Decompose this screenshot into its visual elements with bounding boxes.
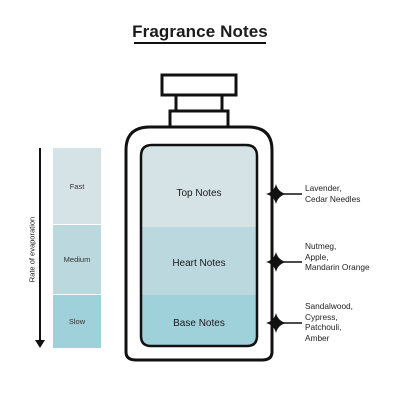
heart-notes-layer [141, 227, 257, 295]
bottle-inner-outline [139, 143, 259, 348]
ingredient: Amber [305, 332, 330, 343]
ingredient: Nutmeg, [305, 241, 337, 251]
top-notes-ingredients: Lavender, Cedar Needles [305, 183, 360, 204]
ingredient: Lavender, [305, 183, 342, 193]
base-notes-layer [141, 295, 257, 346]
page-title: Fragrance Notes [132, 22, 268, 41]
ingredient: Sandalwood, [305, 301, 353, 311]
speed-label: Fast [69, 181, 85, 191]
sparkle-icon [266, 313, 286, 333]
sparkle-icon [266, 184, 286, 204]
evaporation-axis-line [39, 148, 41, 342]
ingredient: Cypress, [305, 311, 338, 322]
speed-block-fast: Fast [53, 148, 101, 224]
top-notes-layer [141, 145, 257, 227]
speed-block-slow: Slow [53, 295, 101, 348]
speed-block-medium: Medium [53, 225, 101, 294]
title-underline [134, 42, 266, 44]
speed-label: Medium [63, 255, 91, 264]
arrow-down-icon [35, 340, 45, 348]
bottle-collar [168, 109, 230, 129]
base-notes-ingredients: Sandalwood, Cypress, Patchouli, Amber [305, 301, 353, 343]
ingredient: Cedar Needles [305, 193, 361, 204]
ingredient: Apple, [305, 251, 329, 262]
top-notes-label: Top Notes [176, 188, 221, 199]
ingredient: Patchouli, [305, 322, 342, 332]
bottle-neck [174, 93, 224, 113]
base-notes-label: Base Notes [173, 318, 225, 329]
bottle-cap [160, 73, 238, 97]
ingredient: Mandarin Orange [305, 262, 370, 272]
heart-notes-ingredients: Nutmeg, Apple, Mandarin Orange [305, 241, 370, 273]
heart-notes-label: Heart Notes [172, 258, 225, 269]
sparkle-icon [266, 252, 286, 272]
speed-label: Slow [68, 317, 86, 326]
